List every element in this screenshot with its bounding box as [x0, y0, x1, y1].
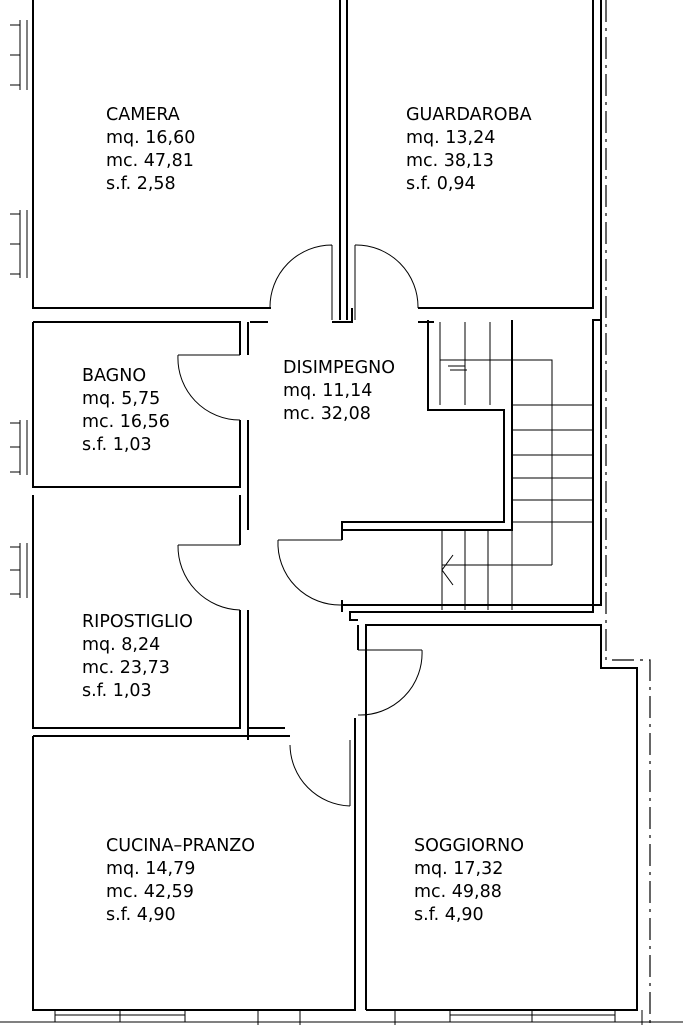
room-area: mq. 13,24: [406, 128, 495, 148]
room-area: mq. 11,14: [283, 381, 372, 401]
room-name: CAMERA: [106, 105, 180, 125]
room-guardaroba: GUARDAROBA mq. 13,24 mc. 38,13 s.f. 0,94: [406, 105, 537, 194]
room-camera: CAMERA mq. 16,60 mc. 47,81 s.f. 2,58: [106, 105, 201, 194]
room-volume: mc. 38,13: [406, 151, 494, 171]
room-name: BAGNO: [82, 366, 146, 386]
room-disimpegno: DISIMPEGNO mq. 11,14 mc. 32,08: [283, 358, 401, 424]
room-name: RIPOSTIGLIO: [82, 612, 193, 632]
room-window-area: s.f. 4,90: [414, 905, 484, 925]
room-volume: mc. 23,73: [82, 658, 170, 678]
room-area: mq. 8,24: [82, 635, 160, 655]
room-volume: mc. 42,59: [106, 882, 194, 902]
room-volume: mc. 16,56: [82, 412, 170, 432]
property-boundary: [605, 0, 651, 1025]
room-area: mq. 14,79: [106, 859, 195, 879]
walls: [32, 0, 638, 1011]
room-name: DISIMPEGNO: [283, 358, 395, 378]
room-area: mq. 16,60: [106, 128, 195, 148]
room-volume: mc. 47,81: [106, 151, 194, 171]
room-name: GUARDAROBA: [406, 105, 532, 125]
room-area: mq. 17,32: [414, 859, 503, 879]
room-labels: CAMERA mq. 16,60 mc. 47,81 s.f. 2,58 GUA…: [82, 105, 537, 925]
room-window-area: s.f. 1,03: [82, 435, 152, 455]
room-volume: mc. 49,88: [414, 882, 502, 902]
room-window-area: s.f. 2,58: [106, 174, 176, 194]
room-soggiorno: SOGGIORNO mq. 17,32 mc. 49,88 s.f. 4,90: [414, 836, 530, 925]
room-name: CUCINA–PRANZO: [106, 836, 255, 856]
room-name: SOGGIORNO: [414, 836, 524, 856]
room-cucina-pranzo: CUCINA–PRANZO mq. 14,79 mc. 42,59 s.f. 4…: [106, 836, 261, 925]
room-area: mq. 5,75: [82, 389, 160, 409]
doors: [177, 244, 423, 807]
room-bagno: BAGNO mq. 5,75 mc. 16,56 s.f. 1,03: [82, 366, 175, 455]
room-window-area: s.f. 0,94: [406, 174, 476, 194]
room-volume: mc. 32,08: [283, 404, 371, 424]
room-window-area: s.f. 4,90: [106, 905, 176, 925]
room-window-area: s.f. 1,03: [82, 681, 152, 701]
windows-left: [10, 20, 28, 598]
staircase: [439, 322, 593, 610]
room-ripostiglio: RIPOSTIGLIO mq. 8,24 mc. 23,73 s.f. 1,03: [82, 612, 198, 701]
windows-bottom: [0, 1010, 683, 1025]
